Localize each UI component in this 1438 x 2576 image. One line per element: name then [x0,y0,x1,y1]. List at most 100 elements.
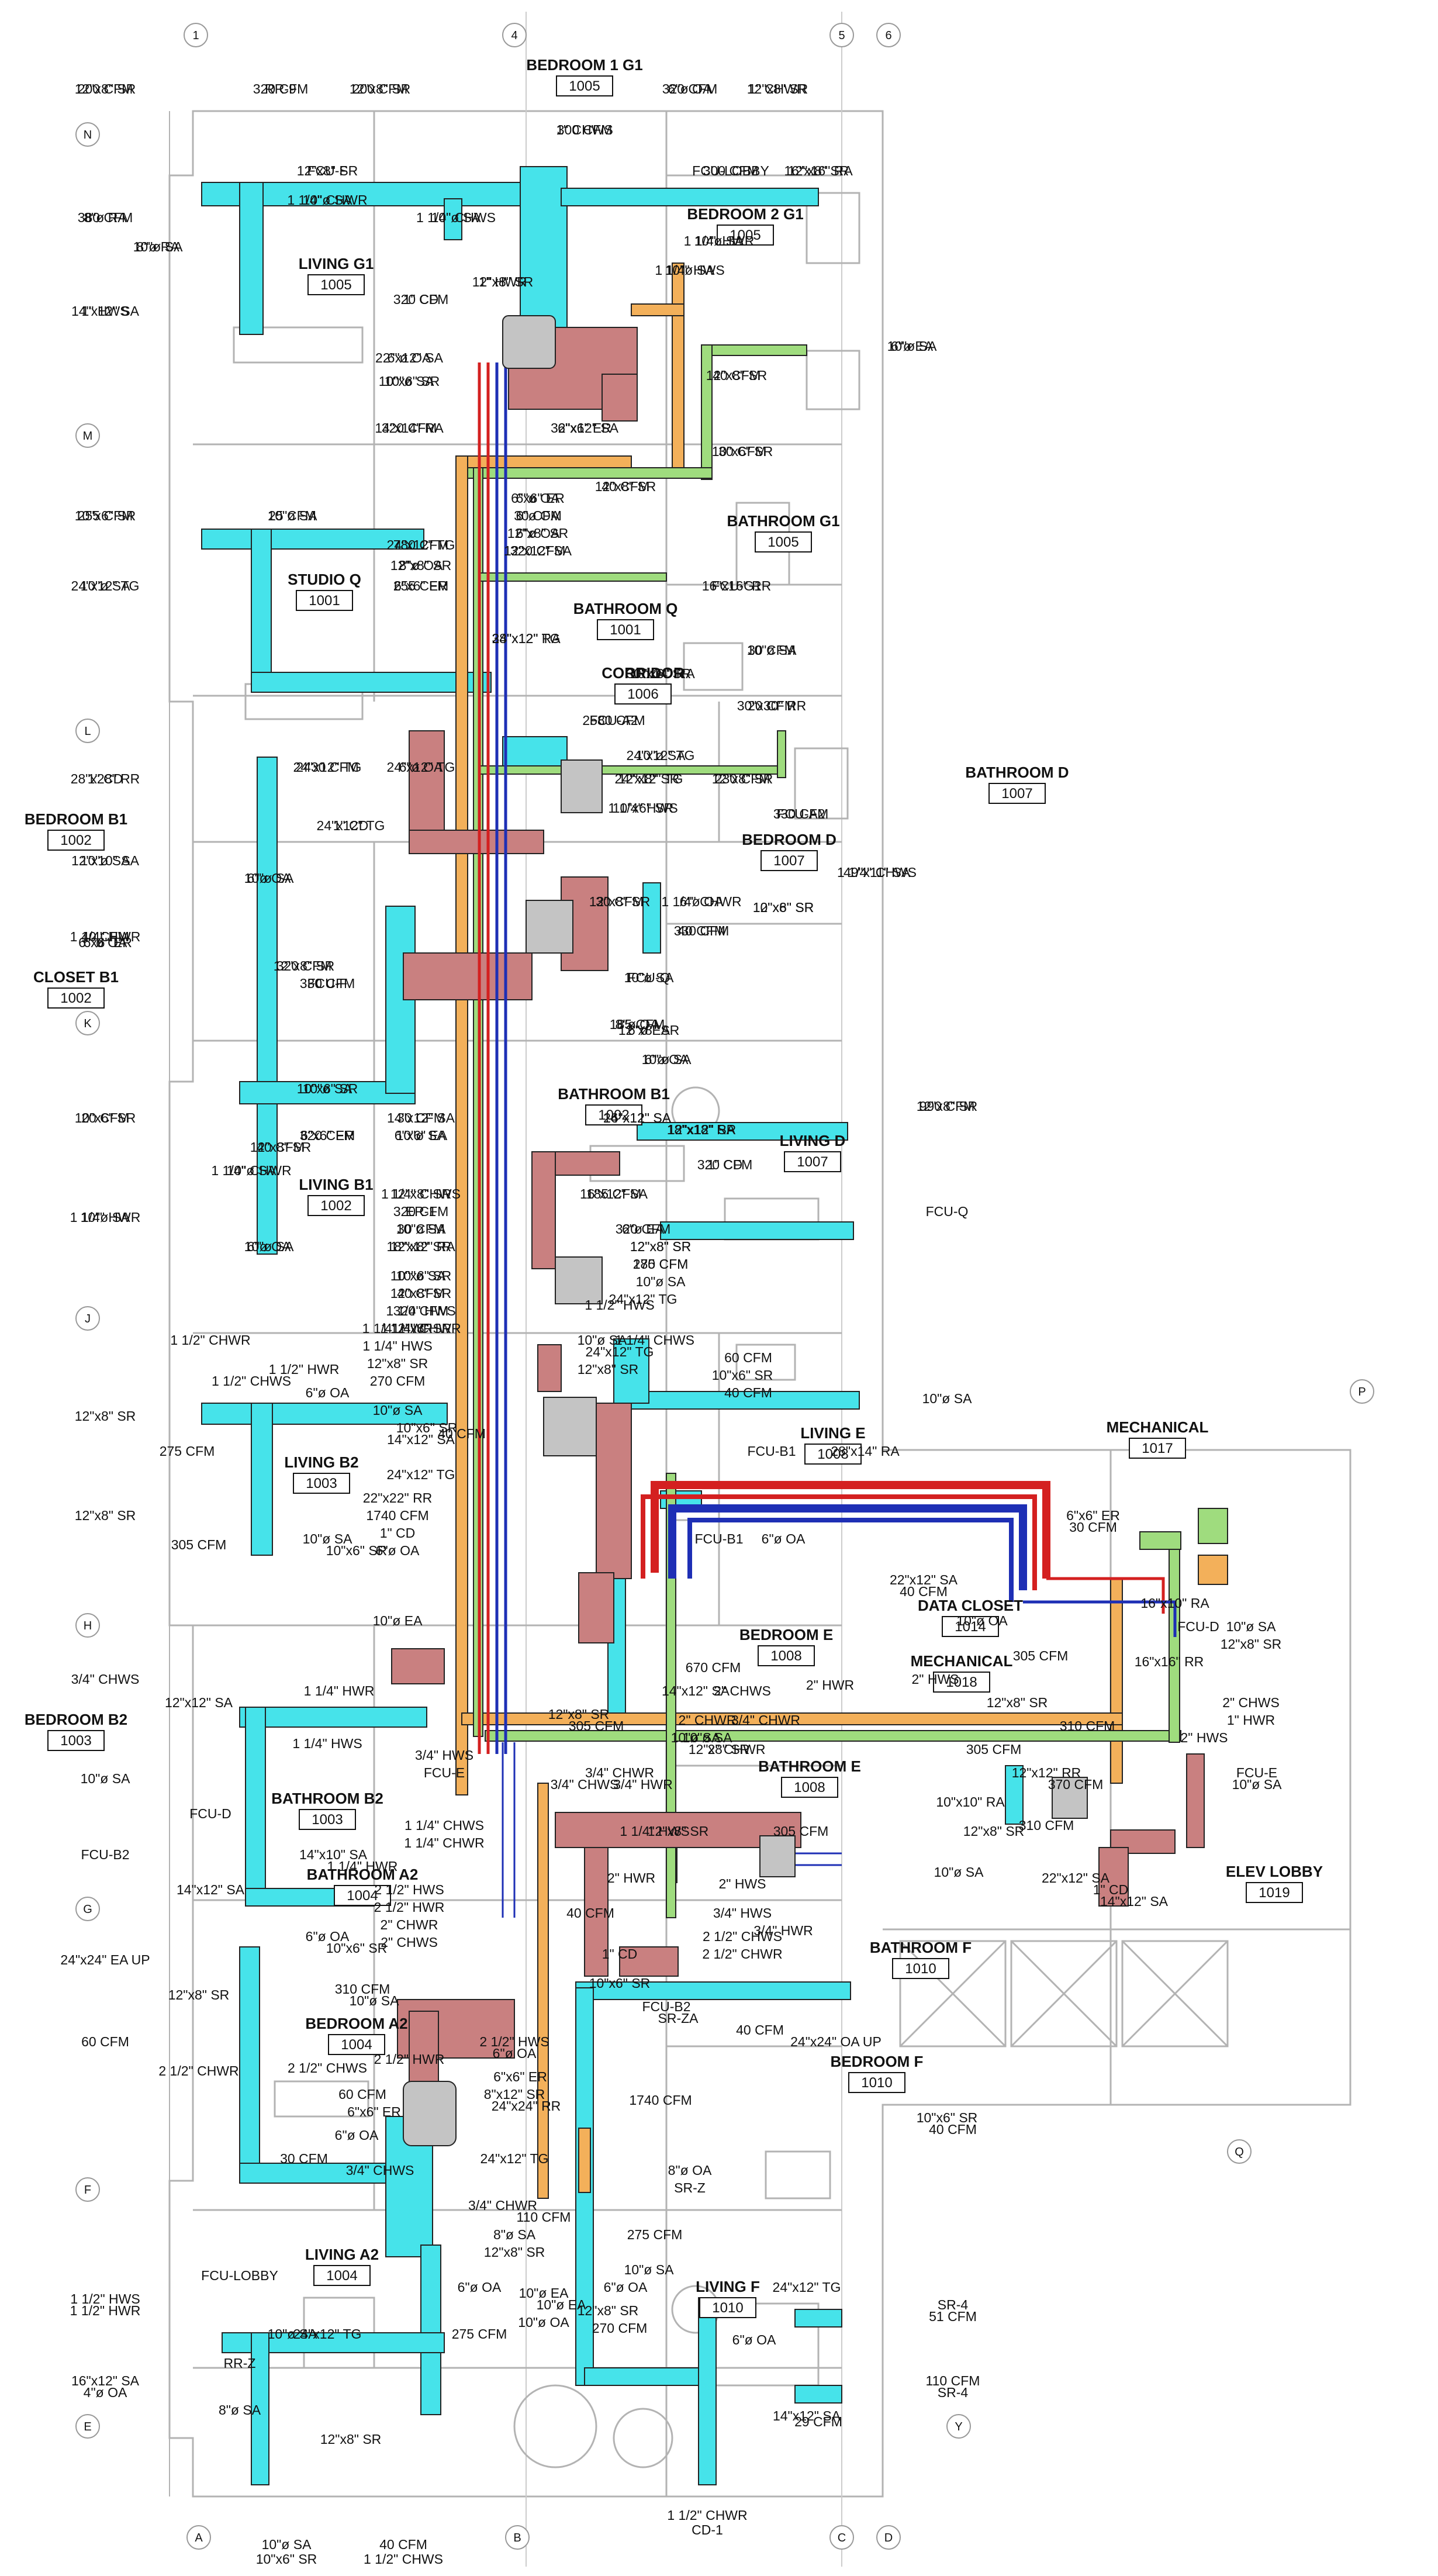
duct-callout: 1 1/2" CHWR [667,2508,747,2523]
duct-callout: 2 1/2" CHWS [288,2060,367,2076]
duct-callout: 14"x12" SA [177,1882,245,1897]
duct-callout: 1 1/4" CHWS [381,1186,461,1201]
duct-callout: 24"x24" EA UP [60,1952,150,1967]
duct-callout: 1 1/4" CHWS [405,1818,484,1833]
duct-callout: 10"x6" SR [712,1368,773,1383]
duct-callout: 12"x8" SR [390,1186,452,1201]
duct-callout: 12"x8" SR [75,1408,136,1424]
duct-callout: 1" CHWS [556,122,613,137]
duct-callout: 1 1/2" HWS [70,2291,140,2306]
duct-callout: 40 CFM [566,1905,614,1921]
duct-callout: 10"ø SA [396,1128,447,1143]
duct-callout: 20 CFM [81,1110,129,1125]
grid-bubble: A [186,2525,211,2550]
duct-callout: 10"x6" SR [589,1976,651,1991]
duct-callout: FCU-B2 [81,1847,129,1862]
room-number: 1003 [306,1476,337,1491]
duct-callout: 24"x12" TG [387,1467,455,1482]
duct-callout: FCU-F [307,976,348,991]
duct-callout: 60 CFM [81,2034,129,2049]
duct-callout: 10"ø SA [922,1391,973,1406]
room-name: BATHROOM B1 [558,1085,670,1103]
duct-callout: 10"ø SA [81,853,131,868]
room-name: BATHROOM A2 [307,1866,419,1883]
duct-callout: 3/4" HWS [415,1748,473,1763]
duct-callout: 10"ø SA [1232,1777,1283,1792]
duct-callout: 6"x6" ER [558,420,611,436]
duct-callout: FCU-F [307,163,348,178]
duct-callout: 12"x8" SR [367,1356,428,1371]
duct-callout: 40 CFM [677,923,725,938]
room-number: 1005 [320,277,351,293]
grid-bubble-label: N [84,129,92,141]
room-number: 1007 [1001,786,1032,802]
duct-callout: 10"ø SA [396,1221,447,1237]
duct-callout: 8"ø RA [84,210,127,225]
grid-bubble: Q [1227,2139,1252,2164]
duct-callout: 40 CFM [724,1385,772,1400]
grid-bubble-label: 1 [192,29,199,42]
room-number: 1004 [347,1888,378,1904]
room-name: BEDROOM B1 [25,810,127,828]
duct-callout: 6"ø EA [891,339,934,354]
duct-callout: 1 1/4" CHWR [287,192,367,208]
duct-callout: 6"x6" ER [493,2069,547,2084]
duct-callout: 4"ø OA [84,2385,127,2400]
room-number: 1010 [861,2075,892,2091]
grid-bubble-label: Y [955,2420,962,2433]
duct-callout: 1" HWR [479,274,527,289]
duct-callout: 16"x12" SA [580,1186,648,1201]
duct-callout: 10"x6" SR [753,900,814,915]
duct-callout: 255 CFM [78,508,133,523]
duct-callout: 16"x12" SA [71,2373,140,2388]
duct-callout: 305 CFM [171,1537,227,1552]
room-number: 1002 [320,1198,351,1214]
duct-callout: 12"x8" SR [507,526,569,541]
room-number: 1008 [770,1648,801,1664]
grid-bubble-label: C [838,2532,846,2544]
duct-callout: 10"x6" SR [712,444,773,459]
room-name: BEDROOM A2 [305,2015,407,2032]
room-name: LIVING E [800,1424,865,1442]
duct-callout: 10"ø SA [934,1864,984,1880]
duct-callout: 10"x6" SR [917,2110,978,2125]
duct-callout: 16"x10" RA [1140,1596,1209,1611]
room-name: BATHROOM Q [573,600,678,617]
duct-callout: 24"x12" TG [481,2151,549,2166]
duct-callout: 6"ø OA [516,491,560,506]
duct-callout: 12"x8" SR [390,558,452,573]
duct-callout: 2" CHWS [381,1935,438,1950]
outside-air-ductwork [455,263,1123,2199]
duct-callout: 1 1/4" CHWS [837,865,917,880]
duct-callout: 3/4" CHWR [468,2198,537,2213]
duct-callout: 6"ø OA [516,526,560,541]
duct-callout: 24"x12" TG [773,2280,841,2295]
grid-bubble-label: 5 [838,29,845,42]
duct-callout: 16"x16" RA [784,163,853,178]
duct-callout: 6"ø OA [458,2280,502,2295]
grid-bubble: J [75,1306,100,1331]
duct-callout: 12"x8" SR [75,1508,136,1523]
duct-callout: 25 CFM [268,508,316,523]
duct-callout: 16"x16" RR [702,578,772,593]
duct-callout: 2" HWR [607,1870,655,1886]
duct-callout: 6"ø OA [306,1385,350,1400]
duct-callout: 12"x8" SR [168,1987,230,2002]
duct-callout: 32"x12" SA [551,420,619,436]
grid-bubble-label: B [513,2532,521,2544]
duct-callout: 300 CFM [557,122,613,137]
duct-callout: 10"ø SA [385,374,435,389]
duct-callout: 29 CFM [794,2414,842,2429]
duct-callout: 1 1/4" HWS [386,1303,455,1318]
duct-callout: 370 CFM [1048,1777,1104,1792]
duct-callout: 6"x6" ER [394,578,448,593]
duct-callout: 10"x6" SR [630,666,692,681]
duct-callout: 6"ø OA [376,1543,420,1558]
duct-callout: 1" CD [380,1525,416,1541]
